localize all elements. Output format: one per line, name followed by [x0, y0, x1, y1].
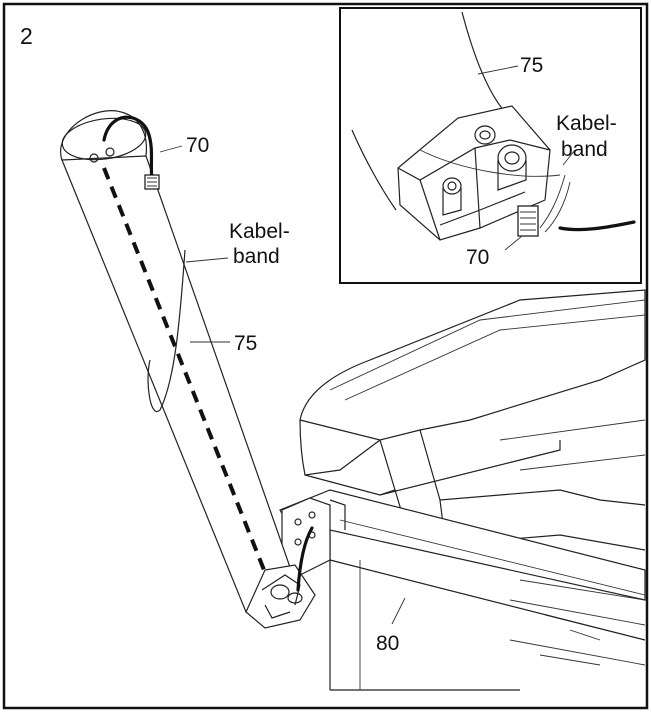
inset-label-upright-75: 75	[520, 54, 543, 77]
step-number: 2	[20, 23, 33, 49]
label-cable-70: 70	[186, 134, 209, 157]
leader-lines	[159, 145, 406, 625]
label-cable-tie-line2: band	[233, 245, 280, 268]
inset-label-cable-tie-line2: band	[561, 138, 608, 161]
upright-tube	[60, 110, 316, 629]
inset-detail	[339, 7, 642, 284]
label-upright-75: 75	[234, 332, 257, 355]
label-frame-80: 80	[376, 632, 399, 655]
treadmill-base	[279, 289, 646, 691]
label-cable-tie-line1: Kabel-	[229, 220, 290, 243]
inset-label-cable-70: 70	[466, 246, 489, 269]
inset-label-cable-tie-line1: Kabel-	[556, 112, 617, 135]
